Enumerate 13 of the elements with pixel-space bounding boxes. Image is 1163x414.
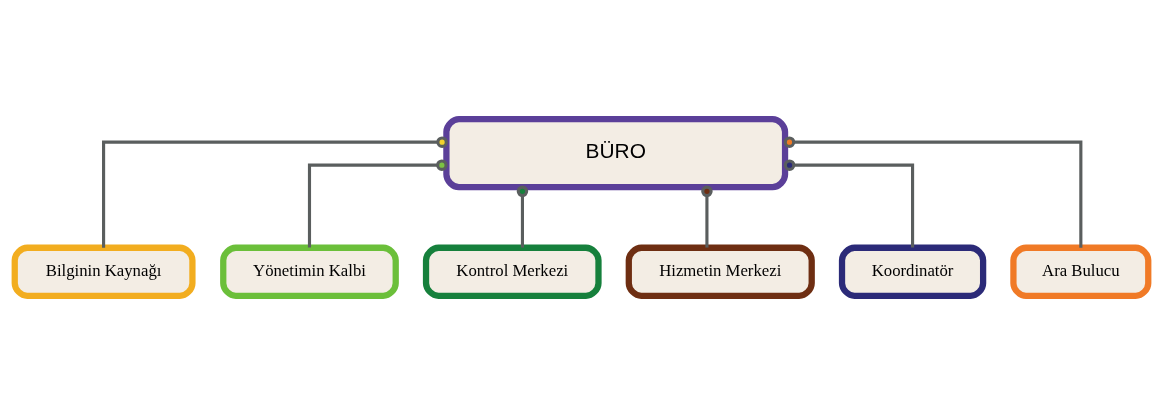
node-box: Hizmetin Merkezi <box>625 244 815 299</box>
node-box: Bilginin Kaynağı <box>11 244 196 299</box>
node-box: Koordinatör <box>838 244 987 299</box>
node-box: Ara Bulucu <box>1010 244 1152 299</box>
node-box: Yönetimin Kalbi <box>220 244 399 299</box>
connector <box>307 158 448 248</box>
connector <box>516 185 529 248</box>
connector <box>783 135 1083 248</box>
connector <box>701 185 713 248</box>
node-box: BÜRO <box>443 115 789 190</box>
connector <box>783 158 915 248</box>
connector <box>102 135 448 248</box>
node-box: Kontrol Merkezi <box>422 244 602 299</box>
